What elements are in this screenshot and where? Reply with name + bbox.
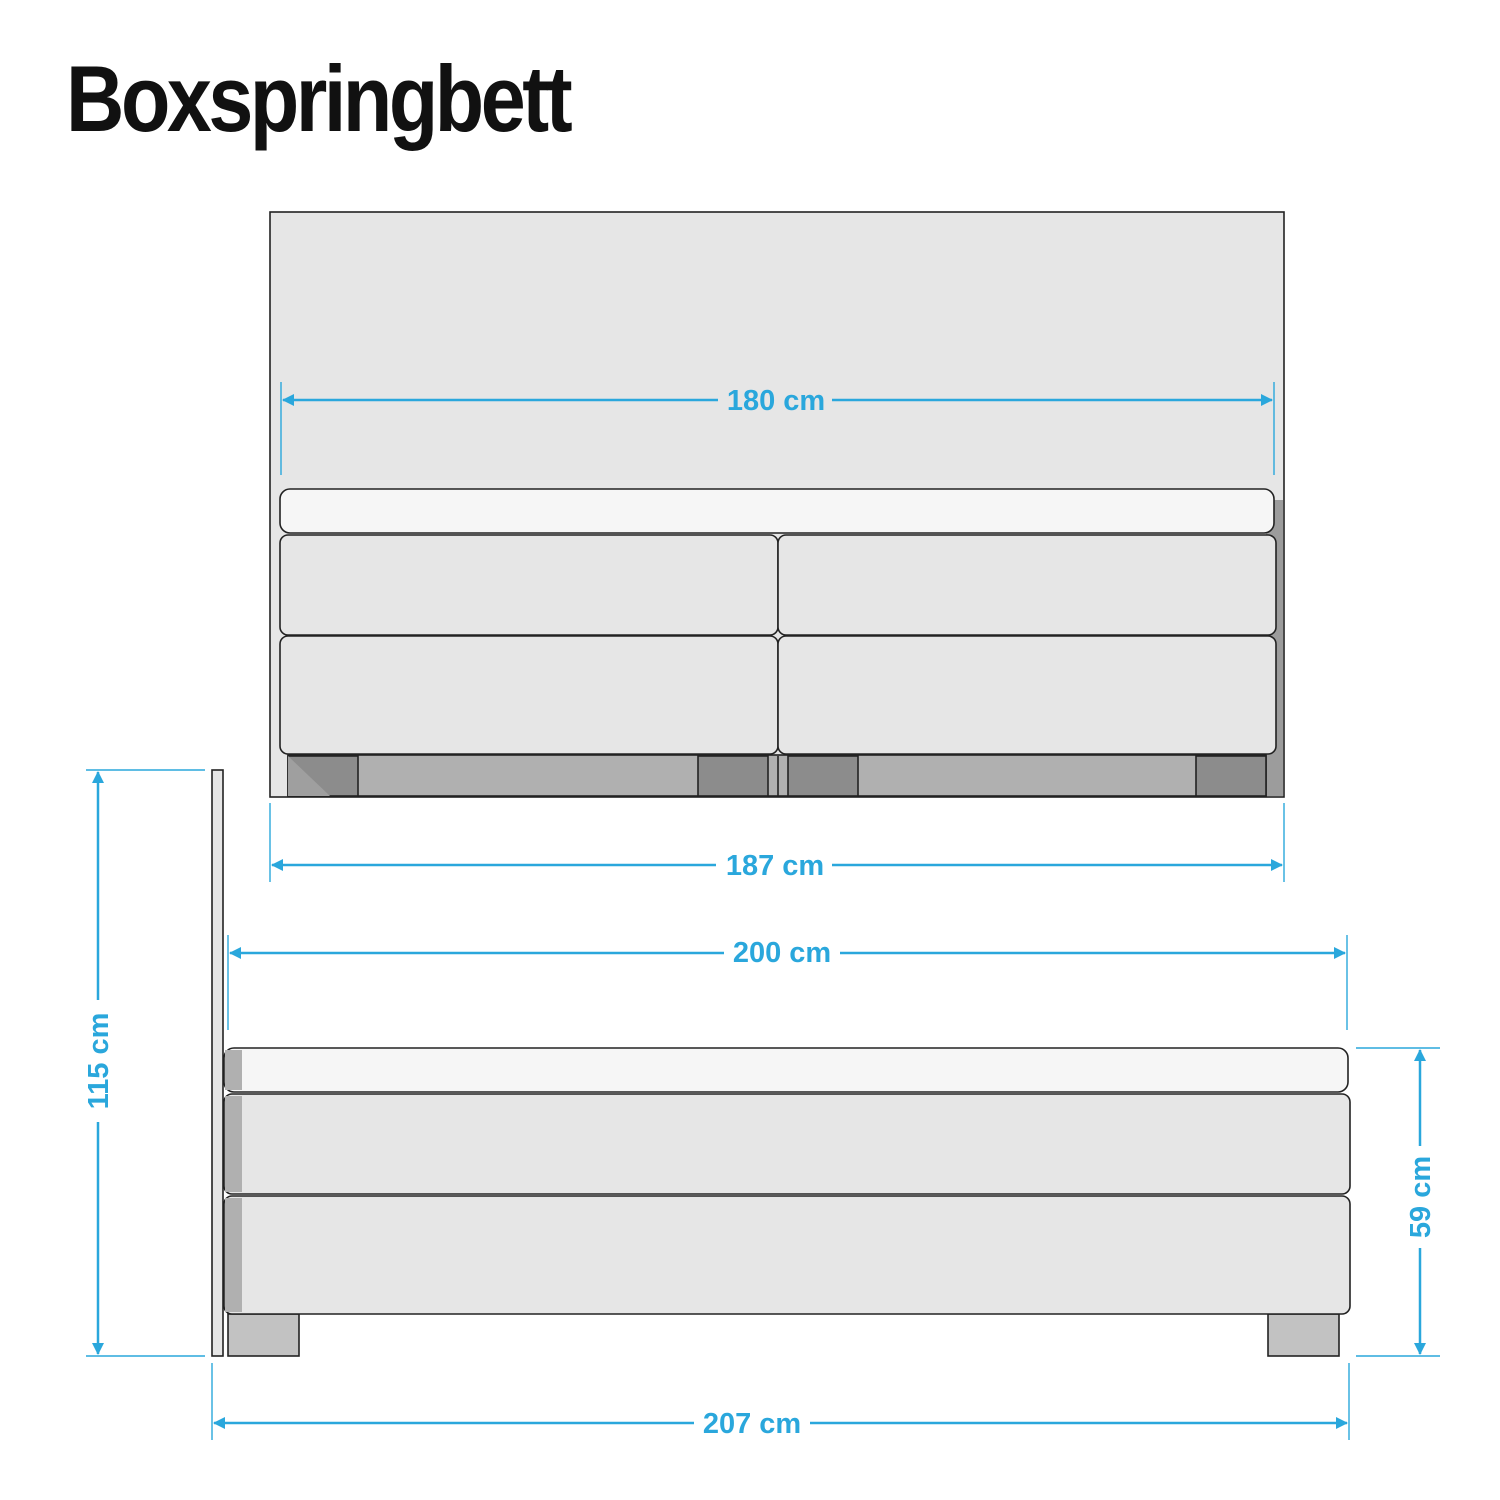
bed-length-label: 200 cm	[733, 937, 831, 969]
page-title: Boxspringbett	[66, 46, 573, 151]
mattress-width-label: 180 cm	[727, 385, 825, 417]
bed-width-label: 187 cm	[726, 850, 824, 882]
front-panel-3	[279, 635, 779, 755]
total-length-label: 207 cm	[703, 1408, 801, 1440]
side-box-lower	[223, 1195, 1351, 1315]
front-panel-4	[777, 635, 1277, 755]
side-view: 200 cm 207 cm 115 cm 59 cm	[83, 769, 1440, 1440]
dimension-187: 187 cm	[269, 803, 1285, 882]
front-foot-4	[1195, 755, 1267, 797]
total-height-label: 115 cm	[83, 1013, 115, 1110]
side-headboard	[211, 769, 224, 1357]
bed-height-label: 59 cm	[1405, 1156, 1437, 1238]
front-panel-2	[777, 534, 1277, 636]
dimension-180: 180 cm	[280, 382, 1275, 475]
side-foot-right	[1267, 1313, 1340, 1357]
front-foot-2	[697, 755, 769, 797]
side-box-upper	[223, 1093, 1351, 1195]
front-view: 180 cm 187 cm	[269, 211, 1285, 882]
dimension-59: 59 cm	[1356, 1047, 1440, 1357]
front-topper	[279, 488, 1275, 534]
side-topper	[223, 1047, 1349, 1093]
feet-strip	[287, 754, 1267, 797]
side-foot-left	[227, 1313, 300, 1357]
front-panel-1	[279, 534, 779, 636]
front-foot-3	[787, 755, 859, 797]
dimension-115: 115 cm	[83, 769, 205, 1357]
dimension-207: 207 cm	[211, 1363, 1350, 1440]
dimension-200: 200 cm	[227, 935, 1348, 1030]
